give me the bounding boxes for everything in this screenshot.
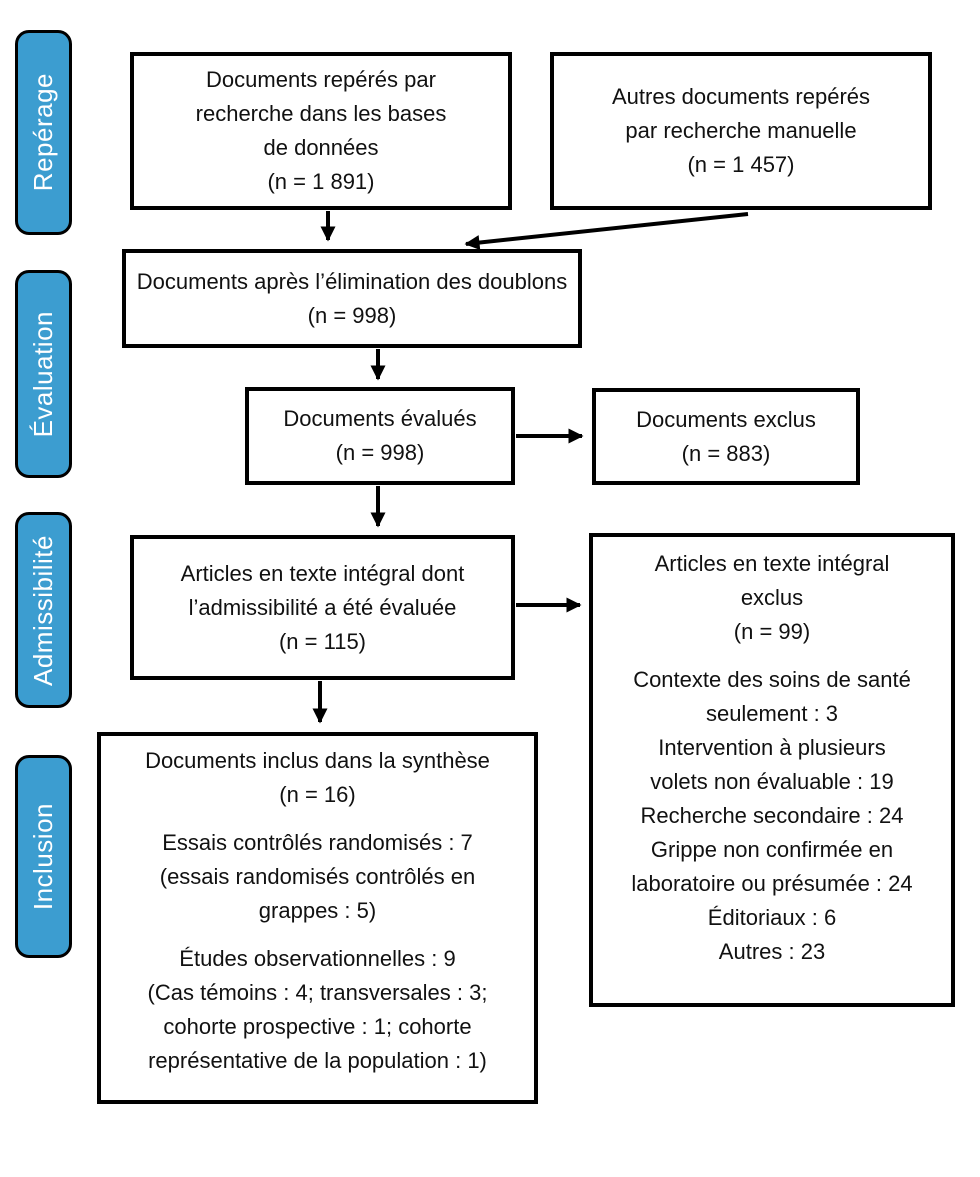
stage-inclusion-label: Inclusion bbox=[28, 802, 58, 911]
box-included-title: Documents inclus dans la synthèse (n = 1… bbox=[145, 748, 490, 807]
stage-evaluation: Évaluation bbox=[15, 270, 72, 478]
stage-evaluation-label: Évaluation bbox=[28, 310, 58, 438]
box-included-observational: Études observationnelles : 9 (Cas témoin… bbox=[147, 946, 488, 1073]
box-identified-manual: Autres documents repérés par recherche m… bbox=[550, 52, 932, 210]
box-fulltext-excluded: Articles en texte intégral exclus (n = 9… bbox=[589, 533, 955, 1007]
box-identified-manual-text: Autres documents repérés par recherche m… bbox=[611, 84, 871, 177]
box-screened: Documents évalués (n = 998) bbox=[245, 387, 515, 485]
stage-admissibilite-label: Admissibilité bbox=[28, 534, 58, 686]
box-after-duplicates: Documents après l’élimination des doublo… bbox=[122, 249, 582, 348]
box-excluded-text: Documents exclus (n = 883) bbox=[636, 406, 816, 466]
box-after-duplicates-text: Documents après l’élimination des doublo… bbox=[136, 268, 568, 328]
box-fulltext-excluded-reasons: Contexte des soins de santé seulement : … bbox=[631, 667, 913, 964]
stage-reperage: Repérage bbox=[15, 30, 72, 235]
stage-inclusion: Inclusion bbox=[15, 755, 72, 958]
box-fulltext-assessed: Articles en texte intégral dont l’admiss… bbox=[130, 535, 515, 680]
stage-admissibilite: Admissibilité bbox=[15, 512, 72, 708]
box-included-trials: Essais contrôlés randomisés : 7 (essais … bbox=[159, 830, 476, 923]
box-screened-text: Documents évalués (n = 998) bbox=[283, 406, 477, 465]
arrow-manual-to-duplicates bbox=[464, 212, 749, 251]
box-fulltext-assessed-text: Articles en texte intégral dont l’admiss… bbox=[180, 560, 465, 654]
box-excluded: Documents exclus (n = 883) bbox=[592, 388, 860, 485]
box-fulltext-excluded-title: Articles en texte intégral exclus (n = 9… bbox=[654, 551, 890, 644]
box-identified-databases: Documents repérés par recherche dans les… bbox=[130, 52, 512, 210]
box-included: Documents inclus dans la synthèse (n = 1… bbox=[97, 732, 538, 1104]
box-identified-databases-text: Documents repérés par recherche dans les… bbox=[195, 67, 447, 194]
stage-reperage-label: Repérage bbox=[28, 73, 58, 192]
